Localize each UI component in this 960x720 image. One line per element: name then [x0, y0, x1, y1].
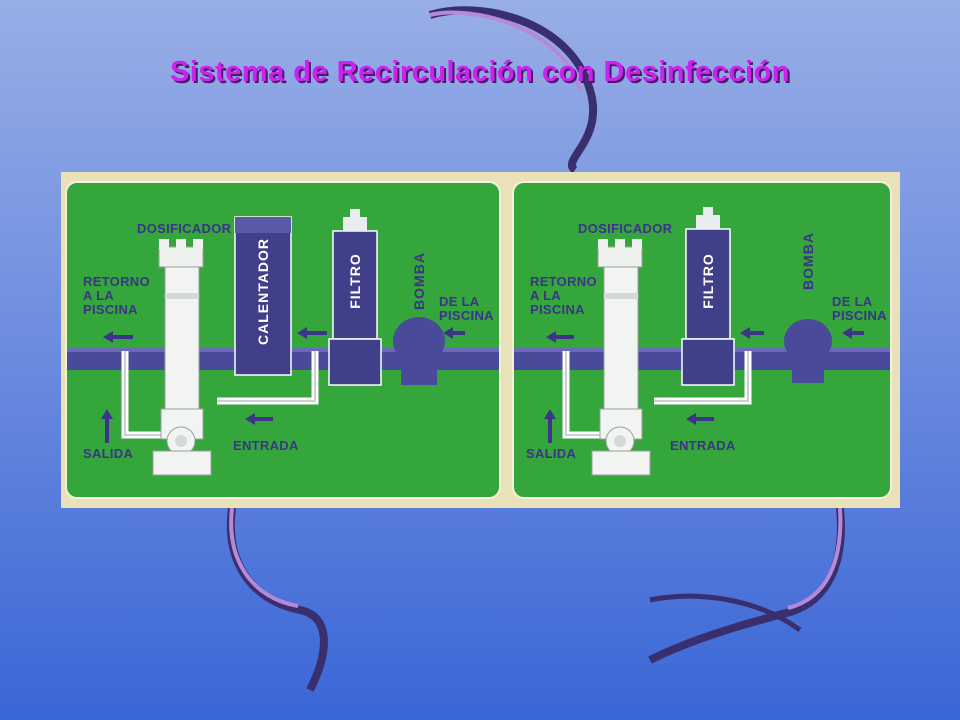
label-dosificador: DOSIFICADOR [137, 221, 232, 236]
label-de-la-piscina: DE LA PISCINA [439, 294, 494, 323]
diagram-frame: DOSIFICADOR CALENTADOR FILTRO BOMBA RETO… [61, 172, 900, 508]
pump-body [393, 317, 445, 365]
doser-top [158, 246, 204, 268]
label-filtro: FILTRO [347, 253, 363, 309]
label-entrada: ENTRADA [670, 438, 736, 453]
diagram-panel-with-heater: DOSIFICADOR CALENTADOR FILTRO BOMBA RETO… [65, 181, 501, 499]
label-salida: SALIDA [83, 446, 134, 461]
diagram-left-graphics [67, 209, 499, 476]
label-bomba: BOMBA [411, 252, 427, 310]
doser-column [164, 266, 200, 418]
doser-top [597, 246, 643, 268]
label-filtro: FILTRO [700, 253, 716, 309]
label-bomba: BOMBA [800, 232, 816, 290]
heater-tank [234, 216, 292, 376]
page-title: Sistema de Recirculación con Desinfecció… [169, 56, 791, 88]
doser-column [603, 266, 639, 418]
diagram-right-graphics [514, 207, 890, 476]
label-salida: SALIDA [526, 446, 577, 461]
diagram-panel-without-heater: DOSIFICADOR FILTRO BOMBA RETORNO A LA PI… [512, 181, 892, 499]
label-retorno: RETORNO A LA PISCINA [83, 274, 150, 317]
label-dosificador: DOSIFICADOR [578, 221, 673, 236]
label-de-la-piscina: DE LA PISCINA [832, 294, 887, 323]
pump-body [784, 319, 832, 363]
label-calentador: CALENTADOR [255, 238, 271, 345]
label-retorno: RETORNO A LA PISCINA [530, 274, 597, 317]
label-entrada: ENTRADA [233, 438, 299, 453]
